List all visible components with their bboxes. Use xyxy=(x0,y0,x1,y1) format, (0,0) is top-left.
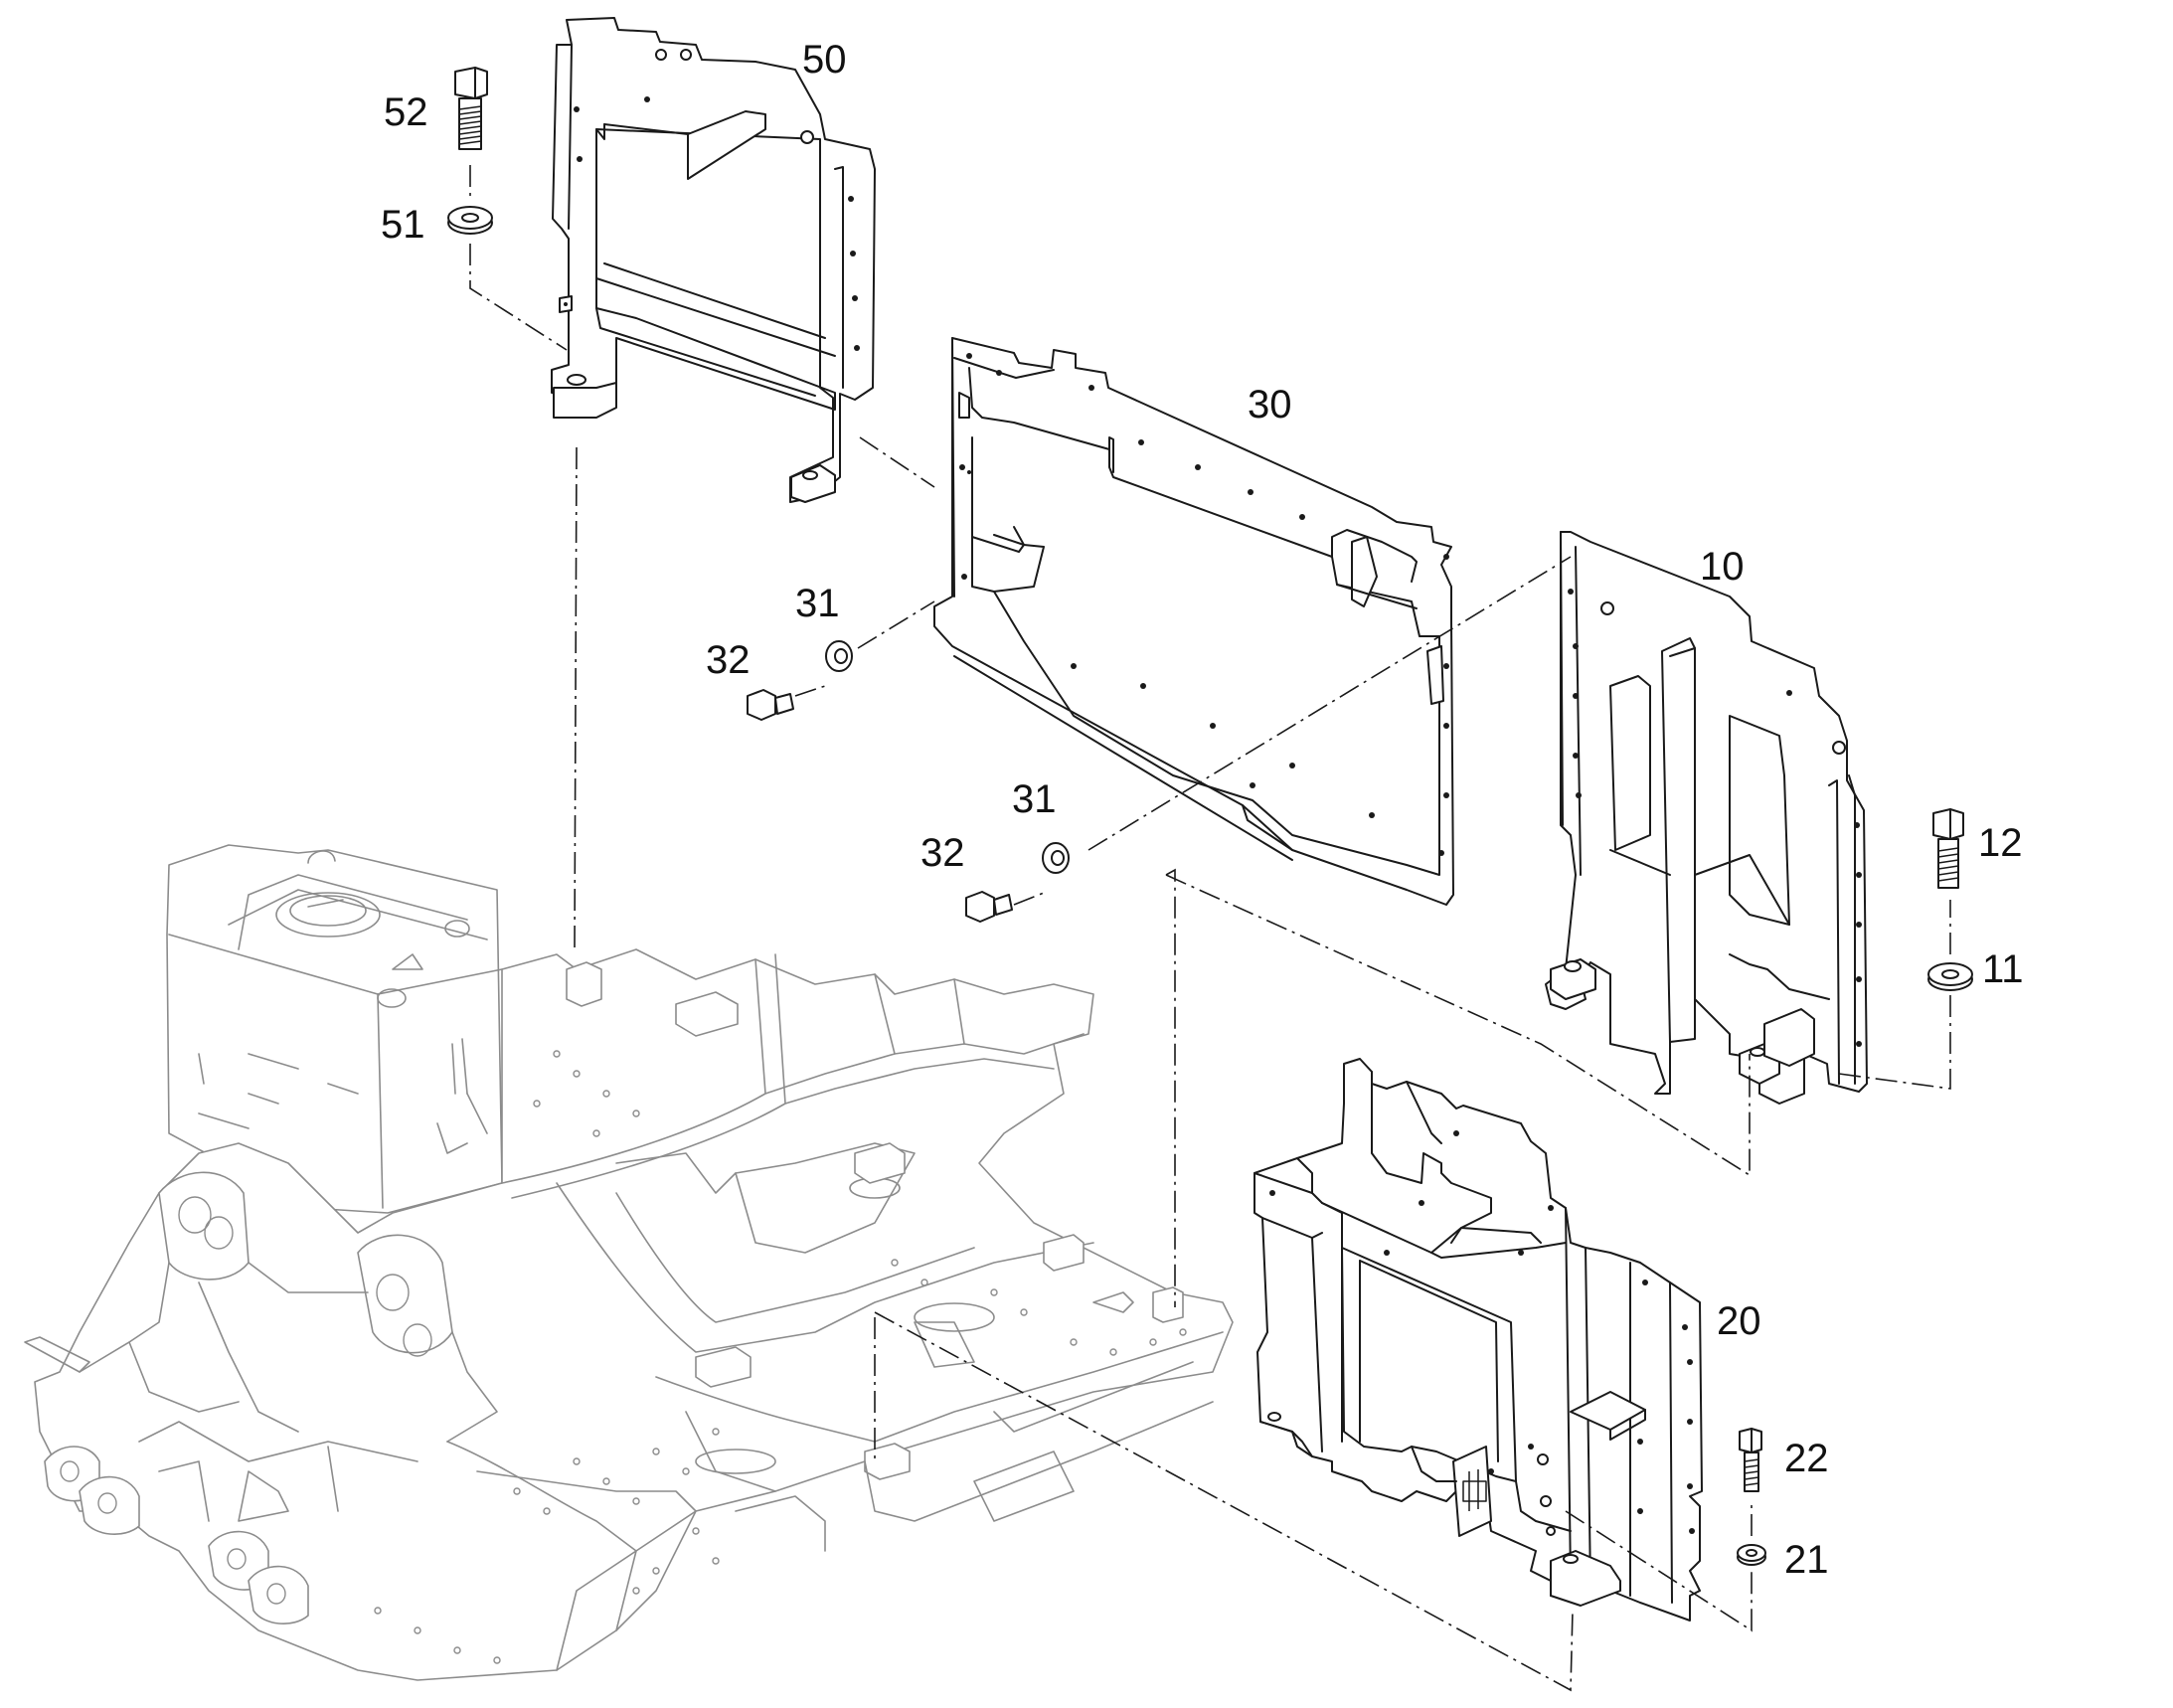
bolt-32-lower xyxy=(965,891,1013,923)
callout-12: 12 xyxy=(1978,821,2023,865)
callout-20: 20 xyxy=(1717,1299,1761,1343)
washer-51 xyxy=(447,206,493,235)
base-frame xyxy=(24,844,1234,1681)
callout-52: 52 xyxy=(384,90,428,134)
part-20-bracket xyxy=(1254,1058,1703,1622)
part-30-plate xyxy=(933,337,1454,906)
washer-31-lower xyxy=(1042,842,1070,874)
washer-31-upper xyxy=(825,640,853,672)
assembly-lines xyxy=(469,165,1951,1692)
callout-32-upper: 32 xyxy=(706,638,751,682)
callout-31-lower: 31 xyxy=(1012,777,1057,821)
callout-11: 11 xyxy=(1982,947,2024,991)
bolt-52 xyxy=(454,67,488,150)
callout-51: 51 xyxy=(381,203,425,247)
callout-31-upper: 31 xyxy=(795,582,840,625)
callout-labels: 50 52 51 30 31 32 31 32 10 12 11 20 22 2… xyxy=(381,38,2024,1582)
callout-10: 10 xyxy=(1700,545,1745,589)
part-10-bracket xyxy=(1545,531,1868,1105)
callout-50: 50 xyxy=(802,38,847,82)
callout-30: 30 xyxy=(1248,383,1292,427)
bolt-32-upper xyxy=(747,689,794,721)
bolt-12 xyxy=(1932,808,1964,889)
bolt-22 xyxy=(1739,1428,1762,1492)
callout-21: 21 xyxy=(1784,1538,1829,1582)
washer-21 xyxy=(1737,1544,1766,1566)
callout-32-lower: 32 xyxy=(920,831,965,875)
washer-11 xyxy=(1927,962,1973,991)
part-50-bracket xyxy=(551,17,876,503)
callout-22: 22 xyxy=(1784,1437,1829,1480)
